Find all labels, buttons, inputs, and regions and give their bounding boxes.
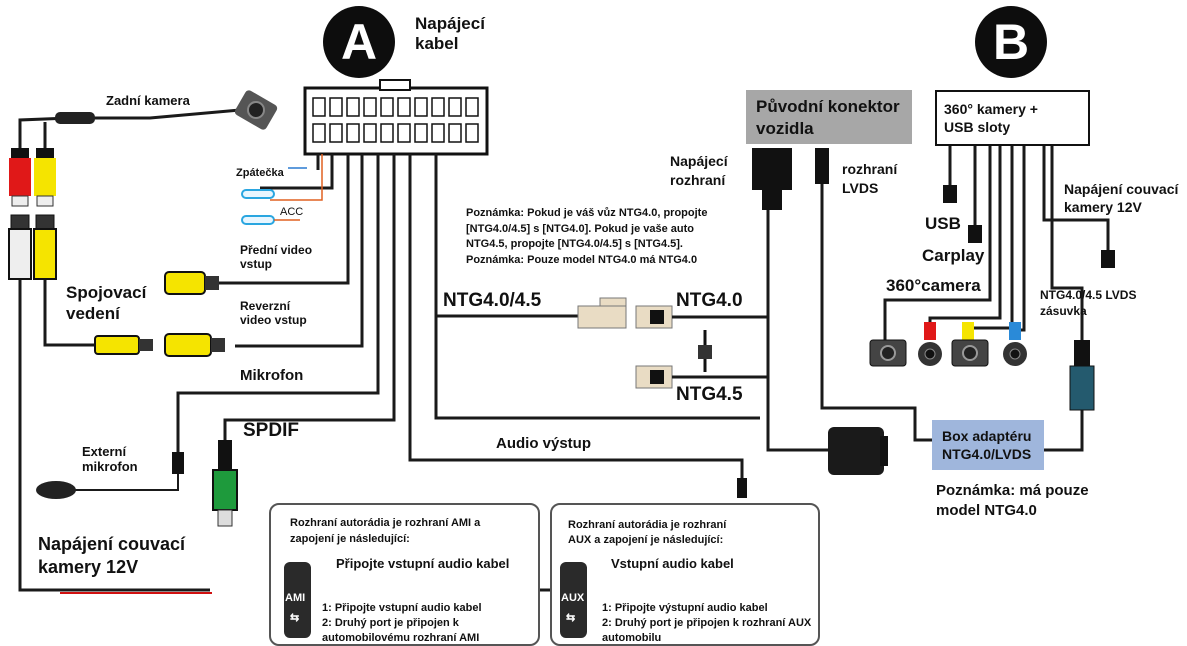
label-audio-vystup: Audio výstup [496,435,592,452]
camera-cable-sleeve [55,112,95,124]
link-rca-pair [94,333,225,357]
connector-pin [465,123,479,143]
label-spdif: SPDIF [243,420,299,441]
camera-360-group [869,322,1027,367]
label-napajeni-couvaci-right: Napájení couvací kamery 12V [1064,181,1179,216]
audio-out-plug [737,478,747,498]
connector-pin [380,97,394,117]
connector-pin [448,97,462,117]
label-mikrofon: Mikrofon [240,367,304,384]
connector-pin [363,97,377,117]
label-poznamka-ntg: Poznámka: Pokud je váš vůz NTG4.0, propo… [466,207,708,266]
rca-plug-yellow [34,148,56,207]
label-ntg40: NTG4.0 [676,290,743,311]
label-usb: USB [925,214,961,233]
connector-pin [448,123,462,143]
aux-port [560,562,587,638]
panel-aux-cable-label: Vstupní audio kabel [611,556,734,571]
label-acc: ACC [280,206,304,218]
connector-pin [329,97,343,117]
label-ntg40-45: NTG4.0/4.5 [443,290,542,311]
connector-pin [414,97,428,117]
usb-plug [943,185,957,203]
label-camera360: 360°camera [886,276,981,295]
connector-pin [465,97,479,117]
label-zadni-kamera: Zadní kamera [106,93,190,108]
label-napajeci-kabel: Napájecí kabel [415,14,485,53]
badge-a: A [323,6,395,78]
connector-a-wires [176,154,760,478]
connector-pin [363,123,377,143]
label-spojovaci-vedeni: Spojovací vedení [66,283,147,324]
label-napajeci-rozhrani: Napájecí rozhraní [670,153,728,188]
module-b-box [935,90,1090,146]
label-puvodni-konektor: Původní konektor vozidla [756,97,900,139]
ami-port [284,562,311,638]
reverse-wire-orange [270,154,323,201]
ntg-wires [672,170,830,452]
label-carplay: Carplay [922,246,985,265]
label-box-adapteru: Box adaptéru NTG4.0/LVDS [942,428,1032,463]
adapter-box [932,420,1044,470]
carplay-plug [968,225,982,243]
connector-a-pins [312,97,479,143]
label-rozhrani-lvds: rozhraní LVDS [842,161,898,196]
connector-pin [397,123,411,143]
ami-port-label: AMI [285,592,306,604]
panel-aux-steps: 1: Připojte výstupní audio kabel 2: Druh… [602,602,812,644]
mic-plug [36,452,184,499]
label-zpatecka: Zpátečka [236,167,284,179]
badge-b: B [975,6,1047,78]
label-lvds-zasuvka: NTG4.0/4.5 LVDS zásuvka [1040,288,1137,318]
power-plug-right [1101,250,1115,268]
ami-port-icon: ⇆ [290,612,300,624]
acc-terminal [241,215,275,225]
rca-plug-red [9,148,31,207]
label-externi-mikrofon: Externí mikrofon [82,444,138,474]
aux-port-icon: ⇆ [566,612,576,624]
panel-ami-cable-label: Připojte vstupní audio kabel [336,556,510,571]
connector-pin [431,97,445,117]
connector-pin [397,97,411,117]
reverse-terminal [241,189,275,199]
panel-ami [269,503,540,646]
label-napajeni-couvaci-left: Napájení couvací kamery 12V [38,534,186,577]
connector-pin [380,123,394,143]
panel-aux-title: Rozhraní autorádia je rozhraní AUX a zap… [568,519,727,546]
connector-pin [414,123,428,143]
panel-aux [550,503,820,646]
connector-pin [312,97,326,117]
connector-a-body [303,79,489,156]
rca-plug-black [8,214,32,280]
vehicle-connector-box [746,90,912,144]
aux-port-label: AUX [561,592,585,604]
panel-ami-steps: 1: Připojte vstupní audio kabel 2: Druhý… [322,602,482,644]
label-kamery-usb: 360° kamery + USB sloty [944,101,1038,136]
panel-ami-title: Rozhraní autorádia je rozhraní AMI a zap… [290,517,481,545]
front-video-rca [164,271,219,295]
vehicle-connector [752,148,888,475]
label-poznamka-ntg40: Poznámka: má pouze model NTG4.0 [936,482,1089,519]
label-reverzni-video: Reverzní video vstup [240,299,307,327]
connector-pin [312,123,326,143]
connector-pin [431,123,445,143]
rca-plug-yellow-2 [33,214,57,280]
connector-pin [329,123,343,143]
ntg-connectors [577,297,712,389]
lvds-wire [820,184,932,442]
connector-pin [346,123,360,143]
label-ntg45: NTG4.5 [676,384,743,405]
spdif-plug [212,440,238,527]
label-predni-video: Přední video vstup [240,243,313,271]
rear-camera-icon [234,90,278,130]
lvds-socket [1069,340,1095,411]
connector-pin [346,97,360,117]
